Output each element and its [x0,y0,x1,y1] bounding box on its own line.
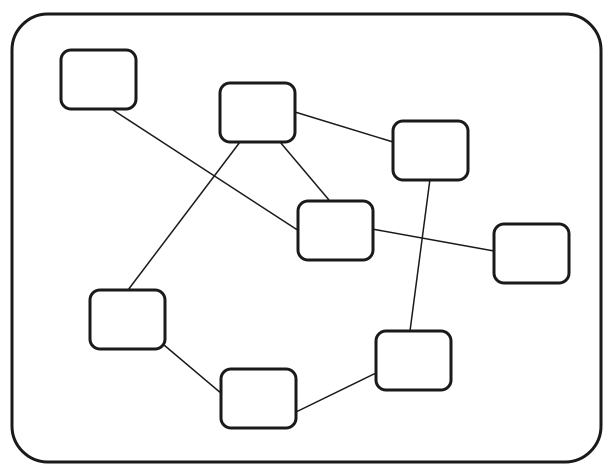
node-3[interactable] [391,119,470,182]
edge-node-5-node-4 [371,228,495,252]
edges [109,107,495,413]
node-4[interactable] [492,222,571,285]
node-1[interactable] [59,48,138,111]
edge-node-2-node-3 [294,111,394,143]
edge-node-3-node-8 [409,178,431,332]
edge-node-2-node-5 [279,141,330,201]
node-7[interactable] [219,367,298,430]
node-2[interactable] [218,81,297,144]
edge-node-6-node-7 [163,344,223,395]
node-6[interactable] [88,288,167,351]
edge-node-2-node-6 [127,141,241,291]
node-5[interactable] [296,199,375,262]
edge-node-7-node-8 [295,372,377,413]
node-8[interactable] [374,329,453,392]
edge-node-1-node-5 [109,107,300,232]
nodes [59,48,571,430]
